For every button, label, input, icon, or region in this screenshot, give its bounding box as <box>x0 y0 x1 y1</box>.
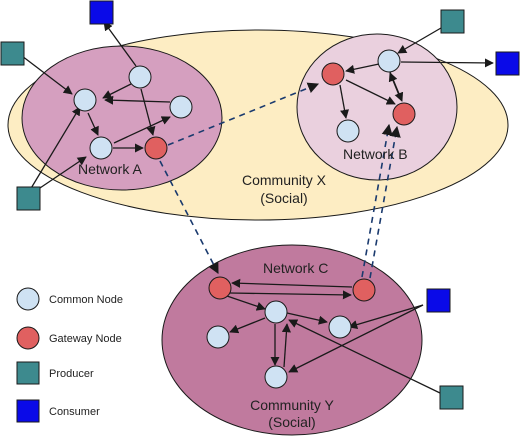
consumer-square <box>89 0 114 25</box>
network-b-label: Network B <box>343 146 408 162</box>
gateway-node <box>392 102 416 126</box>
common-node <box>169 95 193 119</box>
community-y-sublabel: (Social) <box>268 414 315 430</box>
network-c-label: Network C <box>263 260 328 276</box>
network-a-label: Network A <box>78 161 142 177</box>
gateway-node <box>208 276 232 300</box>
common-node <box>377 49 401 73</box>
consumers <box>89 0 520 313</box>
legend-producer-swatch <box>16 361 40 385</box>
common-node <box>336 119 360 143</box>
legend-consumer-swatch <box>16 399 40 423</box>
producer-square <box>439 385 464 410</box>
community-x-sublabel: (Social) <box>260 190 307 206</box>
common-node <box>328 315 352 339</box>
common-node <box>73 88 97 112</box>
community-y-label: Community Y <box>250 397 334 413</box>
producer-square <box>0 41 25 66</box>
common-node <box>206 325 230 349</box>
consumer-square <box>495 51 520 76</box>
legend-common-node-label: Common Node <box>49 294 123 306</box>
gateway-node <box>144 136 168 160</box>
producer-square <box>440 9 465 34</box>
legend-consumer-label: Consumer <box>49 406 100 418</box>
producers <box>0 9 465 410</box>
community-x-label: Community X <box>242 172 327 188</box>
legend-gateway-node-swatch <box>16 326 40 350</box>
common-node <box>264 300 288 324</box>
network-b-edges <box>339 27 494 119</box>
consumer-square <box>426 288 451 313</box>
producer-square <box>16 186 41 211</box>
gateway-node <box>321 62 345 86</box>
common-node <box>264 365 288 389</box>
network-a-edges <box>21 21 171 193</box>
legend-common-node-swatch <box>16 287 40 311</box>
gateway-nodes <box>144 62 416 302</box>
common-node <box>89 136 113 160</box>
network-c-edges <box>226 278 441 394</box>
legend-producer-label: Producer <box>49 368 94 380</box>
inter-network-links <box>159 82 401 279</box>
common-nodes <box>73 49 401 389</box>
legend-gateway-node-label: Gateway Node <box>49 333 122 345</box>
legend: Common Node Gateway Node Producer Consum… <box>16 287 123 423</box>
common-node <box>128 65 152 89</box>
gateway-node <box>352 278 376 302</box>
